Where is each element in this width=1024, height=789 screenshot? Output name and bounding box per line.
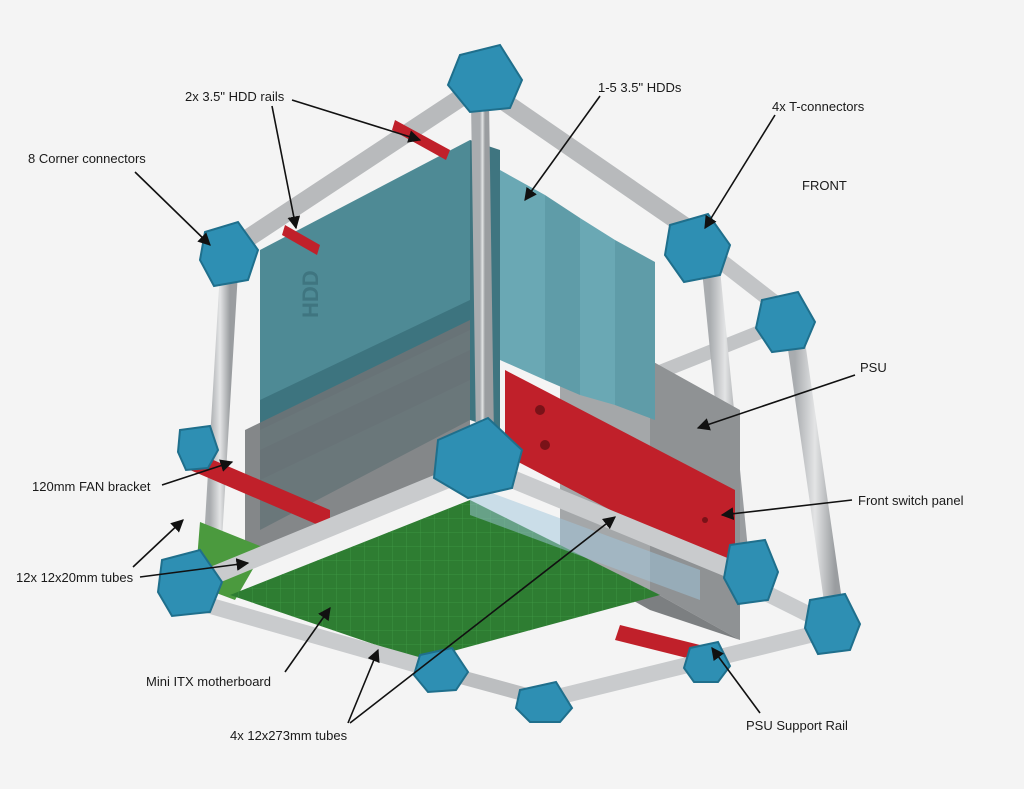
label-psu: PSU xyxy=(860,360,887,375)
label-front: FRONT xyxy=(802,178,847,193)
hdd-stamp: HDD xyxy=(298,270,323,318)
label-hdd-rails: 2x 3.5" HDD rails xyxy=(185,89,285,104)
label-psu-rail: PSU Support Rail xyxy=(746,718,848,733)
label-front-switch-panel: Front switch panel xyxy=(858,493,964,508)
connectors xyxy=(156,43,862,723)
label-long-tubes: 4x 12x273mm tubes xyxy=(230,728,348,743)
label-motherboard: Mini ITX motherboard xyxy=(146,674,271,689)
annotation-arrows xyxy=(132,95,856,724)
tube-set-front xyxy=(181,91,838,708)
motherboard xyxy=(195,485,700,660)
label-t-connectors: 4x T-connectors xyxy=(772,99,865,114)
label-short-tubes: 12x 12x20mm tubes xyxy=(16,570,134,585)
label-fan-bracket: 120mm FAN bracket xyxy=(32,479,151,494)
annotation-labels: 2x 3.5" HDD rails 1-5 3.5" HDDs 4x T-con… xyxy=(16,80,964,743)
label-hdds: 1-5 3.5" HDDs xyxy=(598,80,682,95)
label-corner-connectors: 8 Corner connectors xyxy=(28,151,146,166)
